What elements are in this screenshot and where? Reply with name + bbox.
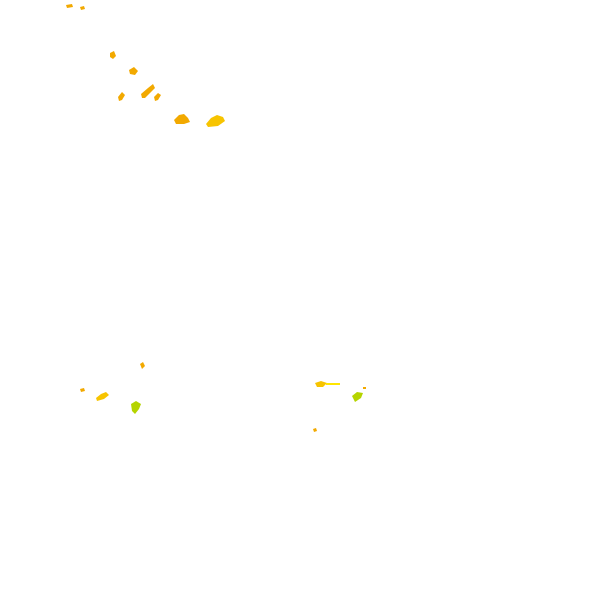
patch-b4 (131, 401, 141, 414)
patch-a8 (174, 114, 190, 124)
patch-a2 (80, 6, 85, 10)
patch-a4 (129, 67, 138, 75)
patch-c2 (326, 383, 340, 385)
patch-a5 (118, 92, 125, 101)
patch-c4 (363, 387, 366, 389)
patch-b1 (140, 362, 145, 369)
patch-b2 (80, 388, 85, 392)
patch-a7 (154, 93, 161, 101)
patch-a1 (66, 4, 73, 8)
patch-c1 (315, 381, 327, 387)
patch-c5 (313, 428, 317, 432)
patch-a6 (141, 84, 155, 98)
patch-b3 (96, 392, 109, 401)
patch-a9 (206, 115, 225, 127)
patch-c3 (352, 392, 363, 402)
patch-a3 (110, 51, 116, 59)
